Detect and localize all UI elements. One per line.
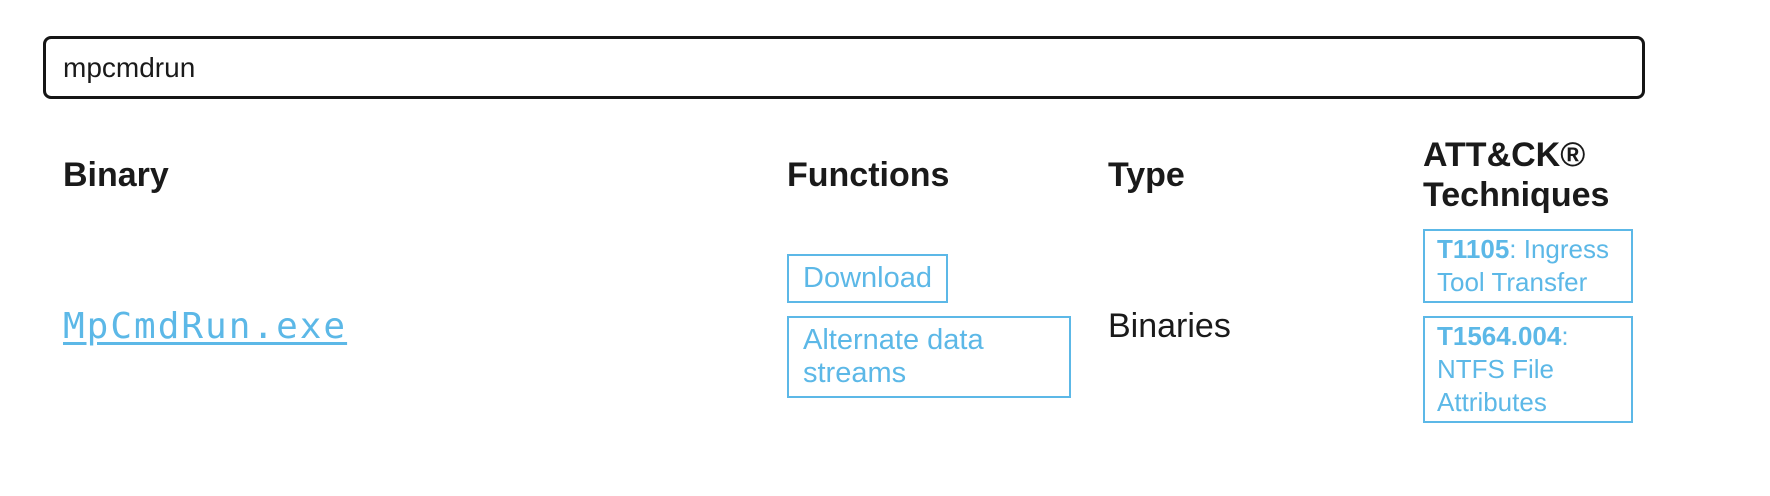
table-row-functions-cell: Download Alternate data streams xyxy=(787,254,1071,398)
binary-link[interactable]: MpCmdRun.exe xyxy=(63,305,348,347)
search-bar xyxy=(0,0,1770,99)
attack-technique-name: : Ingress Tool Transfer xyxy=(1437,234,1610,297)
column-header-functions: Functions xyxy=(787,156,950,194)
column-header-binary: Binary xyxy=(63,156,169,194)
column-header-attack-techniques: ATT&CK® Techniques xyxy=(1423,136,1610,214)
table-row-type-cell: Binaries xyxy=(1108,307,1423,346)
results-table: Binary Functions Type ATT&CK® Techniques… xyxy=(63,135,1770,423)
function-badge[interactable]: Alternate data streams xyxy=(787,316,1071,398)
column-header-type: Type xyxy=(1108,156,1185,194)
type-label: Binaries xyxy=(1108,306,1231,345)
attack-technique-badge[interactable]: T1105: Ingress Tool Transfer xyxy=(1423,229,1633,303)
attack-technique-badge[interactable]: T1564.004: NTFS File Attributes xyxy=(1423,316,1633,423)
table-row-techniques-cell: T1105: Ingress Tool Transfer T1564.004: … xyxy=(1423,229,1633,423)
attack-technique-name: : NTFS File Attributes xyxy=(1437,321,1569,417)
attack-technique-id: T1564.004 xyxy=(1437,321,1562,351)
table-row-binary-cell: MpCmdRun.exe xyxy=(63,306,787,347)
attack-technique-id: T1105 xyxy=(1437,234,1510,264)
search-input[interactable] xyxy=(43,36,1645,99)
function-badge[interactable]: Download xyxy=(787,254,948,303)
